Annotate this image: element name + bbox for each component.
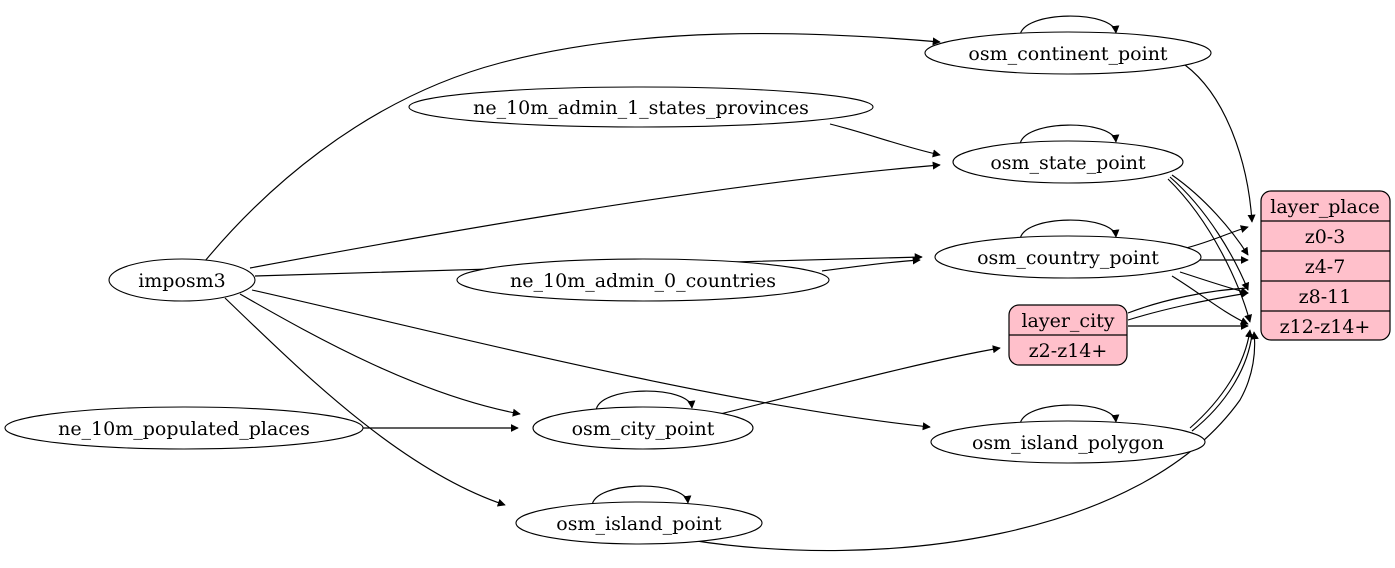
layer-city-header: layer_city <box>1021 310 1114 332</box>
node-osm-state-point-shape[interactable] <box>952 140 1184 184</box>
node-ne-10m-populated-places[interactable]: ne_10m_populated_places <box>4 406 364 450</box>
node-osm-continent-point-shape[interactable] <box>924 31 1212 75</box>
edge-osm-country-point-to-layer-place-z0-3 <box>1185 225 1249 249</box>
edge-osm-island-point-to-layer-place-z12-z14 <box>689 331 1259 552</box>
edge-osm-city-point-to-layer-city-z2-z14 <box>719 345 1001 415</box>
node-ne-populated-label: ne_10m_populated_places <box>58 418 310 440</box>
layer-place-row-z12-z14[interactable]: z12-z14+ <box>1280 316 1371 338</box>
node-ne-states-label: ne_10m_admin_1_states_provinces <box>473 97 809 119</box>
edge-osm-country-point-to-layer-place-z8-11 <box>1179 271 1249 296</box>
node-layer: imposm3 ne_10m_admin_1_states_provinces … <box>4 31 1212 545</box>
node-osm-country-point[interactable]: osm_country_point <box>934 235 1202 279</box>
edge-self-loop-osm-city-point <box>595 390 696 412</box>
edge-osm-state-point-to-layer-place-z4-7 <box>1171 174 1249 256</box>
node-ne-countries-shape[interactable] <box>456 258 830 302</box>
edge-osm-state-point-to-layer-place-z12-z14 <box>1167 178 1252 323</box>
node-imposm3-shape[interactable] <box>108 258 256 302</box>
layer-place-row-z0-3[interactable]: z0-3 <box>1305 226 1346 248</box>
layer-place-node[interactable]: layer_place z0-3 z4-7 z8-11 z12-z14+ <box>1260 190 1391 341</box>
node-osm-country-point-shape[interactable] <box>934 235 1202 279</box>
node-ne-countries-label: ne_10m_admin_0_countries <box>510 270 776 292</box>
node-ne-states-shape[interactable] <box>408 86 874 128</box>
layer-place-box[interactable] <box>1260 190 1391 341</box>
node-osm-state-point[interactable]: osm_state_point <box>952 140 1184 184</box>
node-osm-city-point-label: osm_city_point <box>572 418 715 440</box>
node-osm-continent-point-label: osm_continent_point <box>968 43 1168 65</box>
edge-osm-continent-point-to-layer-place-z0-3 <box>1184 64 1256 223</box>
edge-imposm3-to-osm-continent-point <box>204 32 941 262</box>
node-osm-island-point[interactable]: osm_island_point <box>515 501 763 545</box>
layer-city-row-z2-z14[interactable]: z2-z14+ <box>1029 340 1108 362</box>
edge-imposm3-to-osm-state-point <box>249 161 941 269</box>
edge-osm-country-point-to-layer-place-z12-z14 <box>1171 275 1249 325</box>
node-osm-island-point-label: osm_island_point <box>556 513 722 535</box>
edge-layer-city-to-layer-place-z8-11 <box>1127 290 1249 321</box>
node-osm-city-point-shape[interactable] <box>532 406 754 450</box>
node-osm-island-point-shape[interactable] <box>515 501 763 545</box>
edge-osm-island-polygon-to-layer-place-alt <box>1191 333 1253 432</box>
edge-osm-island-polygon-to-layer-place-z12-z14 <box>1189 329 1253 429</box>
layer-place-row-z4-7[interactable]: z4-7 <box>1305 256 1346 278</box>
edge-self-loop-osm-island-point <box>591 485 692 507</box>
edge-osm-state-point-to-layer-place-z8-11 <box>1169 176 1250 291</box>
edge-ne-countries-to-osm-country-point <box>821 256 921 272</box>
edge-layer-city-to-layer-place-extra <box>1127 287 1249 314</box>
node-ne-10m-admin-0-countries[interactable]: ne_10m_admin_0_countries <box>456 258 830 302</box>
layer-place-header: layer_place <box>1270 196 1379 218</box>
layer-city-node[interactable]: layer_city z2-z14+ <box>1008 304 1128 366</box>
node-ne-10m-admin-1-states-provinces[interactable]: ne_10m_admin_1_states_provinces <box>408 86 874 128</box>
edge-imposm3-to-osm-island-polygon <box>251 289 931 431</box>
edge-self-loop-osm-state-point <box>1019 124 1120 146</box>
edge-self-loop-osm-island-polygon <box>1019 404 1120 426</box>
node-imposm3-label: imposm3 <box>138 270 226 292</box>
node-osm-country-point-label: osm_country_point <box>977 247 1159 269</box>
node-osm-state-point-label: osm_state_point <box>990 152 1146 174</box>
edge-ne-states-to-osm-state-point <box>829 123 941 158</box>
node-osm-island-polygon[interactable]: osm_island_polygon <box>930 420 1206 464</box>
layer-place-row-z8-11[interactable]: z8-11 <box>1299 286 1352 308</box>
edge-imposm3-to-osm-city-point <box>239 293 521 417</box>
node-osm-island-polygon-shape[interactable] <box>930 420 1206 464</box>
node-imposm3[interactable]: imposm3 <box>108 258 256 302</box>
node-osm-city-point[interactable]: osm_city_point <box>532 406 754 450</box>
node-osm-continent-point[interactable]: osm_continent_point <box>924 31 1212 75</box>
edge-self-loop-osm-continent-point <box>1019 15 1120 37</box>
edge-layer <box>204 15 1259 552</box>
edge-self-loop-osm-country-point <box>1019 219 1120 241</box>
edge-imposm3-to-osm-island-point <box>224 297 506 507</box>
node-osm-island-polygon-label: osm_island_polygon <box>972 432 1164 454</box>
node-ne-populated-shape[interactable] <box>4 406 364 450</box>
